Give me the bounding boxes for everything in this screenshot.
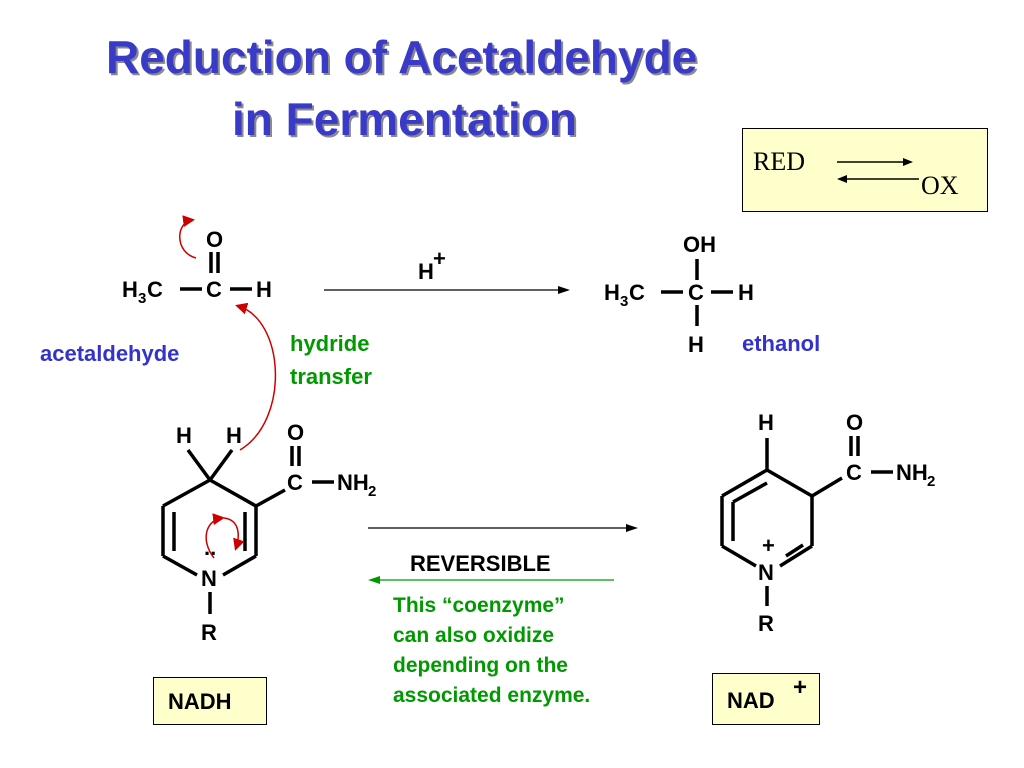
- note-line-2: can also oxidize: [393, 624, 555, 647]
- nadh-h-right: H: [226, 423, 242, 448]
- ethanol-label: ethanol: [742, 331, 821, 356]
- nadh-ring-bond-3: [162, 554, 198, 577]
- red-ox-legend: RED OX: [742, 128, 988, 212]
- nad-n-plus: +: [762, 533, 775, 558]
- acetaldehyde-h-atom: H: [256, 277, 272, 302]
- carbonyl-curved-arrow: [179, 215, 197, 259]
- forward-arrowhead: [903, 158, 913, 166]
- nadh-lone-pair-arrow: [205, 513, 225, 559]
- nad-box: NAD +: [712, 673, 820, 725]
- nad-structure: H + N R O C NH 2: [720, 410, 935, 636]
- reversible-label: REVERSIBLE: [410, 551, 551, 576]
- nadh-ch-bond-left: [186, 448, 212, 482]
- nadh-amide-o: O: [287, 420, 304, 445]
- acetaldehyde-label: acetaldehyde: [40, 341, 180, 366]
- nadh-ring-electron-arrow: [223, 517, 245, 551]
- note-line-3: depending on the: [393, 654, 568, 677]
- forward-oxidation-arrowhead: [626, 524, 638, 532]
- hydride-label-line-1: hydride: [290, 331, 370, 356]
- acetaldehyde-o-atom: O: [206, 227, 223, 252]
- legend-arrows: [837, 158, 919, 183]
- reaction-arrow-group: H +: [324, 246, 570, 294]
- nad-ring-bond-6: [766, 468, 813, 498]
- nadh-r-group: R: [201, 620, 217, 645]
- reversible-arrows: [368, 524, 638, 584]
- nad-h-atom: H: [758, 410, 774, 435]
- nad-ring-bond-3: [721, 544, 757, 568]
- nadh-ring-amide-bond: [255, 488, 286, 508]
- legend-red-label: RED: [753, 147, 805, 176]
- reagent-h: H: [418, 259, 434, 284]
- ethanol-oh-group: OH: [683, 232, 716, 257]
- ethanol-c-atom: C: [688, 280, 704, 305]
- ethanol-structure: OH H 3 C C H H: [604, 232, 754, 357]
- acetaldehyde-structure: O H 3 C C H: [122, 215, 272, 307]
- nad-r-group: R: [758, 611, 774, 636]
- nadh-n-atom: N: [201, 566, 217, 591]
- ethanol-h3c-c: C: [629, 280, 645, 305]
- note-line-1: This “coenzyme”: [393, 594, 565, 617]
- acetaldehyde-h3c-sub: 3: [138, 290, 146, 307]
- ethanol-h3c-h: H: [604, 280, 620, 305]
- nadh-ring-bond-6: [209, 478, 257, 508]
- nad-amide-o: O: [846, 410, 863, 435]
- nadh-label: NADH: [168, 689, 232, 714]
- nadh-nh2-sub: 2: [368, 483, 376, 500]
- nad-nh2: NH: [896, 460, 928, 485]
- hydride-label-line-2: transfer: [290, 364, 372, 389]
- nad-ring-double-bond-right: [785, 543, 804, 558]
- backward-arrowhead: [837, 175, 847, 183]
- nad-ring-bond-4: [779, 544, 813, 568]
- nad-label: NAD: [727, 688, 775, 713]
- nadh-nh2: NH: [337, 470, 369, 495]
- nad-ring-amide-bond: [811, 476, 843, 498]
- nad-ring-bond-1: [721, 468, 768, 498]
- nad-nh2-sub: 2: [927, 473, 935, 490]
- reverse-reduction-arrowhead: [368, 576, 380, 584]
- nadh-ch-bond-right: [208, 448, 234, 482]
- nadh-amide-c: C: [287, 470, 303, 495]
- nad-n-atom: N: [758, 560, 774, 585]
- reaction-arrowhead: [558, 286, 570, 294]
- nad-ring-double-bond-top: [732, 481, 768, 504]
- acetaldehyde-h3c-c: C: [147, 277, 163, 302]
- legend-ox-label: OX: [921, 171, 959, 200]
- page-title-line-2: in Fermentation: [232, 93, 578, 145]
- nadh-structure: H H .. N R O C NH 2: [161, 420, 376, 645]
- hydride-transfer-arrow: [235, 302, 277, 451]
- nadh-ring-bond-1: [162, 478, 211, 508]
- nad-amide-c: C: [846, 460, 862, 485]
- acetaldehyde-c-atom: C: [206, 277, 222, 302]
- nadh-ring-bond-4: [222, 554, 257, 577]
- acetaldehyde-h3c-h: H: [122, 277, 138, 302]
- page-title-line-1: Reduction of Acetaldehyde: [106, 31, 698, 83]
- nad-charge: +: [793, 674, 808, 701]
- nadh-box: NADH: [153, 677, 267, 725]
- reagent-charge: +: [433, 246, 446, 271]
- nadh-h-left: H: [176, 423, 192, 448]
- ethanol-h3c-sub: 3: [620, 293, 628, 310]
- ethanol-h-atom-bottom: H: [688, 332, 704, 357]
- ethanol-h-atom-right: H: [738, 280, 754, 305]
- note-line-4: associated enzyme.: [393, 684, 591, 707]
